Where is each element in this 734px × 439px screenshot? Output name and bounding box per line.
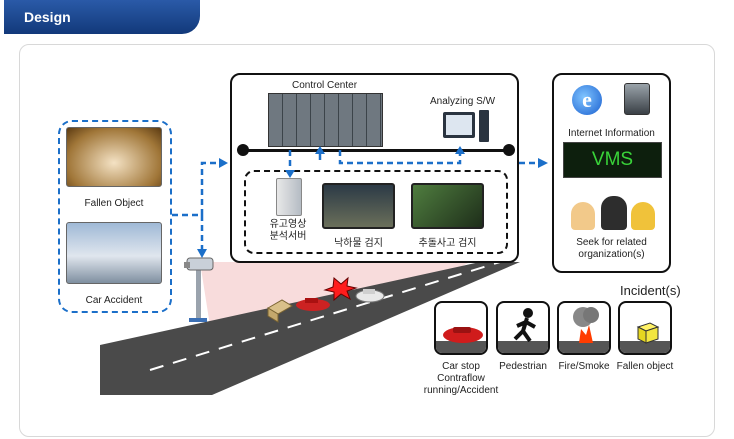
header-tab: Design — [4, 0, 200, 34]
camera-pole — [196, 268, 201, 320]
incident-pedestrian-label: Pedestrian — [499, 361, 547, 372]
crash-star-icon — [323, 276, 358, 302]
fallen-object-thumbnail — [66, 127, 162, 187]
vms-display: VMS — [563, 142, 662, 178]
arrow-camera-to-left — [172, 213, 204, 252]
incident-car-stop-label: Car stop Contraflow running/Accident — [423, 361, 499, 396]
control-center-title: Control Center — [292, 80, 358, 91]
server-icon — [276, 178, 302, 216]
server-label: 유고영상 분석서버 — [269, 219, 307, 242]
road — [100, 262, 520, 395]
header-title: Design — [24, 9, 71, 25]
incident-pedestrian-box — [496, 301, 550, 355]
people-icon — [571, 194, 657, 232]
bus-endpoint-left — [237, 144, 249, 156]
arrowhead-up-1 — [315, 146, 325, 154]
computer-tower-icon — [479, 110, 489, 142]
car-accident-thumbnail — [66, 222, 162, 284]
incident-car-stop-box — [434, 301, 488, 355]
white-car-icon — [355, 289, 385, 303]
arrowhead-sw — [455, 146, 465, 154]
analysis-subsystem-box — [244, 170, 508, 254]
crash-detect-screen — [411, 183, 484, 229]
incident-fallen-object-label: Fallen object — [616, 361, 674, 372]
arrowhead-server — [285, 170, 295, 178]
bus-endpoint-right — [503, 144, 515, 156]
arrow-analysis-to-sw — [338, 150, 462, 165]
pda-icon — [624, 83, 650, 115]
incident-fire-smoke-label: Fire/Smoke — [558, 361, 610, 372]
internet-info-label: Internet Information — [568, 128, 655, 139]
fallen-detect-screen — [322, 183, 395, 229]
seek-organizations-label: Seek for related organization(s) — [576, 237, 647, 260]
arrowhead-control — [219, 158, 228, 168]
analyzing-sw-label: Analyzing S/W — [430, 96, 496, 107]
fallen-object-label: Fallen Object — [84, 198, 144, 209]
internet-explorer-icon: e — [572, 85, 602, 115]
video-wall — [268, 93, 383, 147]
arrowhead-info — [538, 158, 548, 168]
captured-images-panel — [58, 120, 172, 313]
incident-fallen-object-box — [618, 301, 672, 355]
red-car-icon — [296, 298, 330, 311]
camera-base — [189, 318, 207, 322]
arrowhead-camera — [197, 249, 207, 258]
incident-fire-smoke-box — [557, 301, 611, 355]
road-center-line — [149, 261, 501, 371]
cctv-camera-icon — [184, 257, 214, 271]
fallen-detect-label: 낙하물 검지 — [334, 238, 383, 249]
arrow-camera-to-control — [200, 161, 222, 215]
computer-monitor-icon — [443, 112, 475, 138]
network-bus-line — [243, 149, 509, 152]
crash-detect-label: 추돌사고 검지 — [418, 238, 477, 249]
car-accident-label: Car Accident — [85, 295, 143, 306]
incidents-title: Incident(s) — [620, 283, 681, 298]
